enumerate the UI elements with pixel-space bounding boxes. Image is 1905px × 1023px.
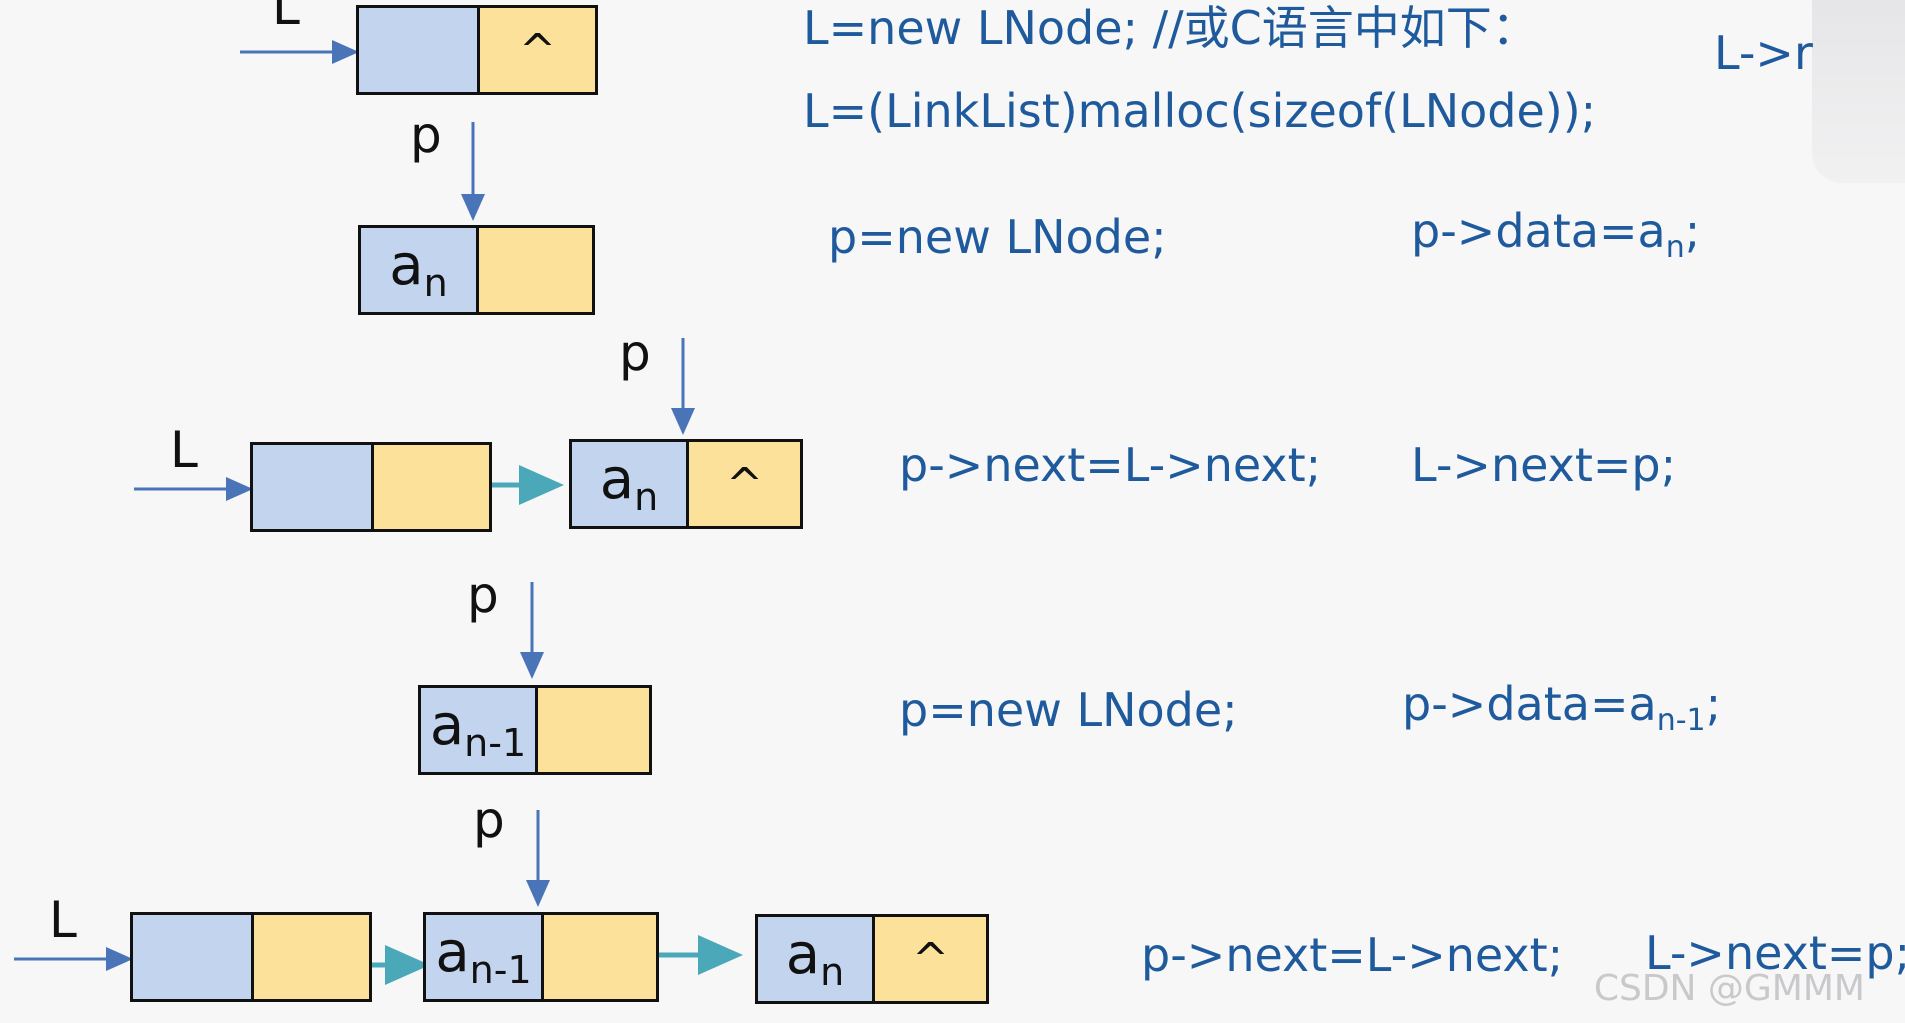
p-label-3: p <box>467 566 499 624</box>
node-value: an <box>599 446 659 520</box>
head-node-2 <box>250 442 492 532</box>
code-step3-data: p->data=an-1; <box>1402 677 1722 739</box>
head-data-cell <box>253 445 374 529</box>
head-node-3 <box>130 912 372 1002</box>
node-value: an <box>389 232 448 306</box>
head-pointer-cell <box>254 915 369 999</box>
node-an: an ^ <box>569 439 803 529</box>
L-label-2: L <box>170 421 198 479</box>
head-pointer-cell <box>374 445 489 529</box>
node-pointer-cell <box>479 228 592 312</box>
code-step2-next: p->next=L->next; <box>899 438 1322 492</box>
p-label-1: p <box>410 106 442 164</box>
code-line-2: L=(LinkList)malloc(sizeof(LNode)); <box>803 84 1597 138</box>
node-an-1: an-1 <box>418 685 652 775</box>
corner-overlay <box>1812 0 1905 183</box>
code-step1-data: p->data=an; <box>1411 204 1701 266</box>
head-node-1: ^ <box>356 5 598 95</box>
node-an: an ^ <box>755 914 989 1004</box>
node-pointer-cell <box>544 915 656 999</box>
code-step4-next: p->next=L->next; <box>1141 928 1564 982</box>
node-pointer-cell <box>538 688 649 772</box>
node-data-cell: an <box>758 917 875 1001</box>
code-step1-new: p=new LNode; <box>828 210 1167 264</box>
code-line-1: L=new LNode; //或C语言中如下： <box>803 1 1538 55</box>
node-pointer-cell: ^ <box>875 917 986 1001</box>
p-label-2: p <box>619 324 651 382</box>
code-line-1-right: L->r <box>1714 26 1813 80</box>
code-step2-link: L->next=p; <box>1411 438 1677 492</box>
node-value: an-1 <box>429 692 527 766</box>
node-an-1: an-1 <box>423 912 659 1002</box>
head-data-cell <box>133 915 254 999</box>
node-value: an <box>785 921 845 995</box>
null-symbol: ^ <box>519 24 556 76</box>
node-data-cell: an-1 <box>426 915 544 999</box>
node-data-cell: an <box>361 228 479 312</box>
head-pointer-cell: ^ <box>480 8 595 92</box>
code-step4-link: L->next=p; <box>1645 926 1905 980</box>
null-symbol: ^ <box>726 458 763 510</box>
node-pointer-cell: ^ <box>689 442 800 526</box>
code-step3-new: p=new LNode; <box>899 683 1238 737</box>
L-label-3: L <box>49 891 77 949</box>
watermark: CSDN @GMMM <box>1593 968 1865 1009</box>
L-label-1: L <box>272 0 300 36</box>
node-an: an <box>358 225 595 315</box>
null-symbol: ^ <box>912 933 949 985</box>
p-label-4: p <box>473 791 505 849</box>
node-data-cell: an <box>572 442 689 526</box>
head-data-cell <box>359 8 480 92</box>
node-value: an-1 <box>435 919 532 993</box>
node-data-cell: an-1 <box>421 688 538 772</box>
